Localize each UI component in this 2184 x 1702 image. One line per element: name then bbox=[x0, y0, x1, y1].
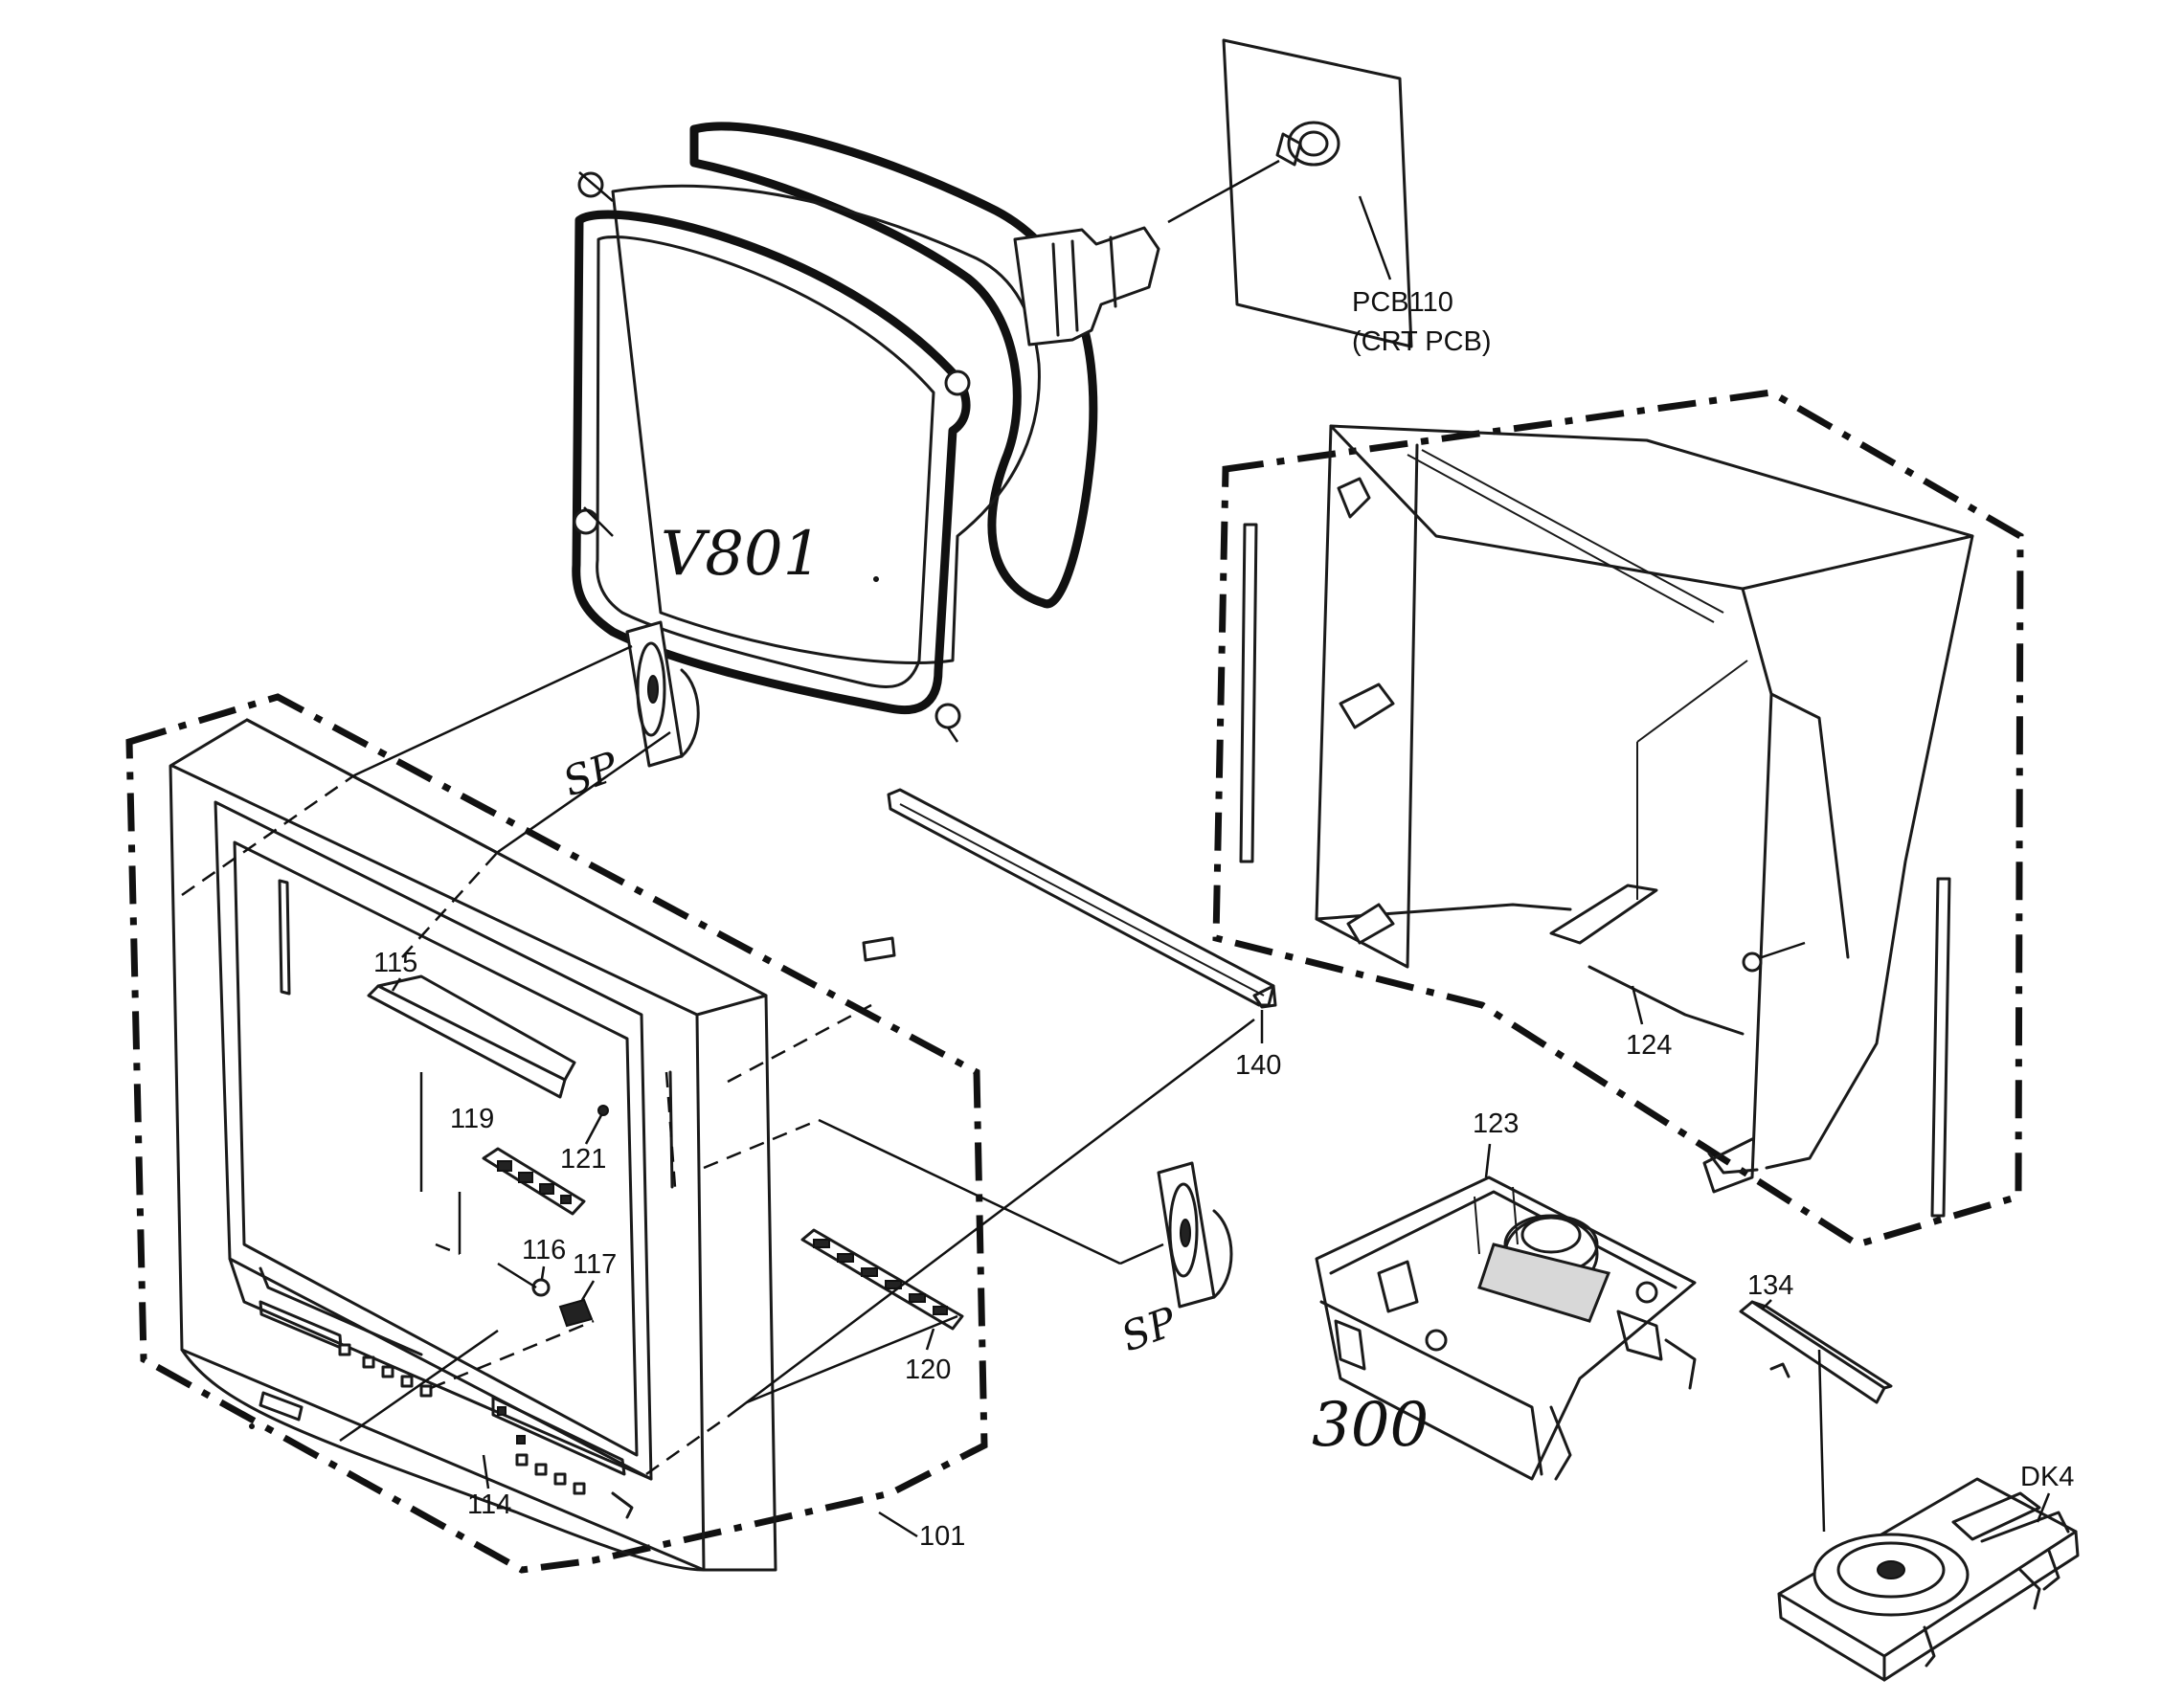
label-124: 124 bbox=[1626, 1030, 1672, 1061]
part-121 bbox=[597, 1105, 609, 1116]
assembly-guide-lines bbox=[181, 644, 1255, 1476]
label-300: 300 bbox=[1312, 1390, 1429, 1461]
dvd-loader-dk4 bbox=[1777, 1477, 2080, 1682]
speck bbox=[873, 576, 879, 582]
label-123: 123 bbox=[1473, 1109, 1519, 1139]
speaker-bottom bbox=[1157, 1161, 1233, 1309]
label-140: 140 bbox=[1235, 1050, 1281, 1081]
label-121: 121 bbox=[560, 1144, 606, 1175]
label-dk4: DK4 bbox=[2020, 1462, 2074, 1492]
sp-bottom-label: SP bbox=[1115, 1298, 1183, 1361]
small-plate bbox=[862, 936, 896, 962]
label-101: 101 bbox=[919, 1521, 965, 1552]
label-115: 115 bbox=[373, 948, 417, 978]
label-114: 114 bbox=[467, 1489, 511, 1520]
rear-cabinet-boundary bbox=[1212, 389, 2024, 1248]
label-119: 119 bbox=[450, 1104, 494, 1134]
crt-pcb-board bbox=[1167, 38, 1413, 348]
front-cabinet-101 bbox=[169, 718, 777, 1572]
label-117: 117 bbox=[573, 1249, 617, 1280]
speaker-top bbox=[625, 620, 700, 768]
part-116 bbox=[531, 1278, 551, 1297]
sp-top-label: SP bbox=[557, 743, 625, 806]
front-cabinet-boundary bbox=[125, 693, 988, 1574]
label-134: 134 bbox=[1747, 1270, 1793, 1301]
vcr-deck-mechanism bbox=[1315, 1143, 1697, 1481]
crt-picture-tube bbox=[572, 122, 1160, 743]
label-120: 120 bbox=[905, 1355, 951, 1385]
crt-pcb-label: (CRT PCB) bbox=[1352, 326, 1492, 357]
part-134-bar bbox=[1739, 1300, 1893, 1533]
part-120-board bbox=[800, 1228, 964, 1331]
pcb110-label: PCB110 bbox=[1352, 287, 1453, 318]
label-116: 116 bbox=[522, 1235, 566, 1265]
front-button-row bbox=[338, 1343, 586, 1495]
v801-label: V801 bbox=[661, 519, 822, 590]
part-115-bracket bbox=[367, 974, 576, 1192]
rail-140 bbox=[887, 788, 1277, 1009]
speck bbox=[249, 1423, 255, 1429]
part-117 bbox=[558, 1298, 594, 1328]
part-119-board bbox=[458, 1147, 586, 1254]
rear-cabinet-124 bbox=[1239, 424, 1974, 1218]
